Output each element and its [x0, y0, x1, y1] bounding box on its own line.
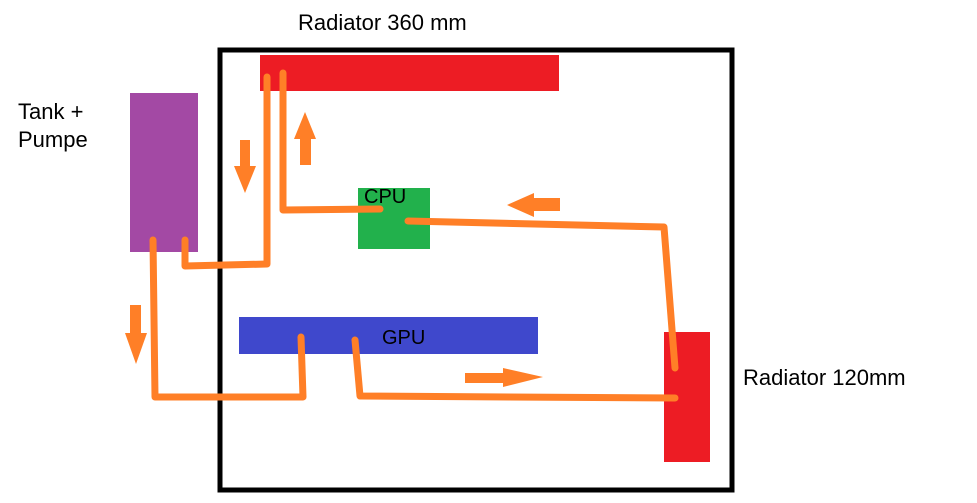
- radiator-120-label: Radiator 120mm: [743, 365, 906, 390]
- tube-radiator360-to-cpu: [279, 69, 384, 214]
- arrow-right-icon: [465, 368, 543, 387]
- arrow-down-icon: [125, 305, 147, 364]
- arrow-down-icon: [234, 140, 256, 193]
- gpu-block: [239, 317, 538, 354]
- tube-gpu-to-tank: [149, 236, 307, 401]
- gpu-label: GPU: [382, 327, 426, 349]
- arrow-up-icon: [294, 112, 316, 165]
- tube-cpu-to-radiator120: [404, 217, 679, 372]
- cpu-label: CPU: [364, 186, 407, 208]
- arrow-left-icon: [507, 193, 560, 217]
- radiator-360-label: Radiator 360 mm: [298, 10, 467, 35]
- tube-radiator120-to-gpu: [351, 336, 679, 402]
- tank-pump-label-line2: Pumpe: [18, 127, 88, 152]
- radiator-360-block: [260, 55, 559, 91]
- pc-case: [217, 47, 735, 493]
- tube-tank-to-radiator360: [181, 73, 271, 270]
- tank-pump-block: [130, 93, 198, 252]
- tank-pump-label-line1: Tank +: [18, 99, 84, 124]
